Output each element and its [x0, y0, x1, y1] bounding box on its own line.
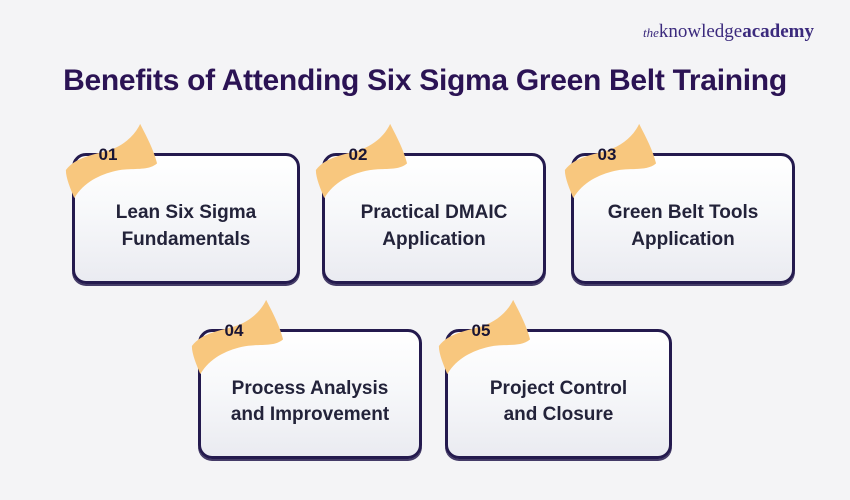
card-number: 05 [471, 321, 491, 340]
ribbon-badge-1: 01 [64, 122, 158, 201]
ribbon-icon [65, 123, 158, 199]
ribbon-icon [191, 299, 284, 375]
ribbon-badge-4: 04 [190, 298, 284, 377]
card-label: Practical DMAIC Application [360, 202, 508, 250]
ribbon-badge-2: 02 [314, 122, 408, 201]
card-label: Project Control and Closure [489, 377, 628, 425]
brand-logo-knowledge: knowledge [658, 21, 743, 42]
card-number: 02 [348, 145, 368, 164]
card-label: Lean Six Sigma Fundamentals [115, 202, 257, 250]
benefit-card-2: 02 Practical DMAIC Application [315, 123, 546, 284]
ribbon-badge-5: 05 [437, 298, 531, 377]
brand-logo-academy: academy [742, 21, 814, 42]
brand-logo-the: the [642, 25, 659, 40]
ribbon-badge-3: 03 [563, 122, 657, 201]
benefit-card-1: 01 Lean Six Sigma Fundamentals [65, 123, 300, 284]
page-title: Benefits of Attending Six Sigma Green Be… [63, 64, 787, 97]
card-label: Process Analysis and Improvement [230, 377, 390, 425]
card-number: 01 [98, 145, 118, 164]
ribbon-icon [564, 123, 657, 199]
brand-logo: theknowledgeacademy [643, 22, 814, 41]
card-number: 04 [224, 321, 244, 340]
card-label: Green Belt Tools Application [607, 202, 759, 250]
ribbon-icon [315, 123, 408, 199]
benefit-card-5: 05 Project Control and Closure [438, 299, 672, 459]
card-number: 03 [597, 145, 617, 164]
benefit-card-4: 04 Process Analysis and Improvement [191, 299, 422, 459]
ribbon-icon [438, 299, 531, 375]
benefit-card-3: 03 Green Belt Tools Application [564, 123, 795, 284]
